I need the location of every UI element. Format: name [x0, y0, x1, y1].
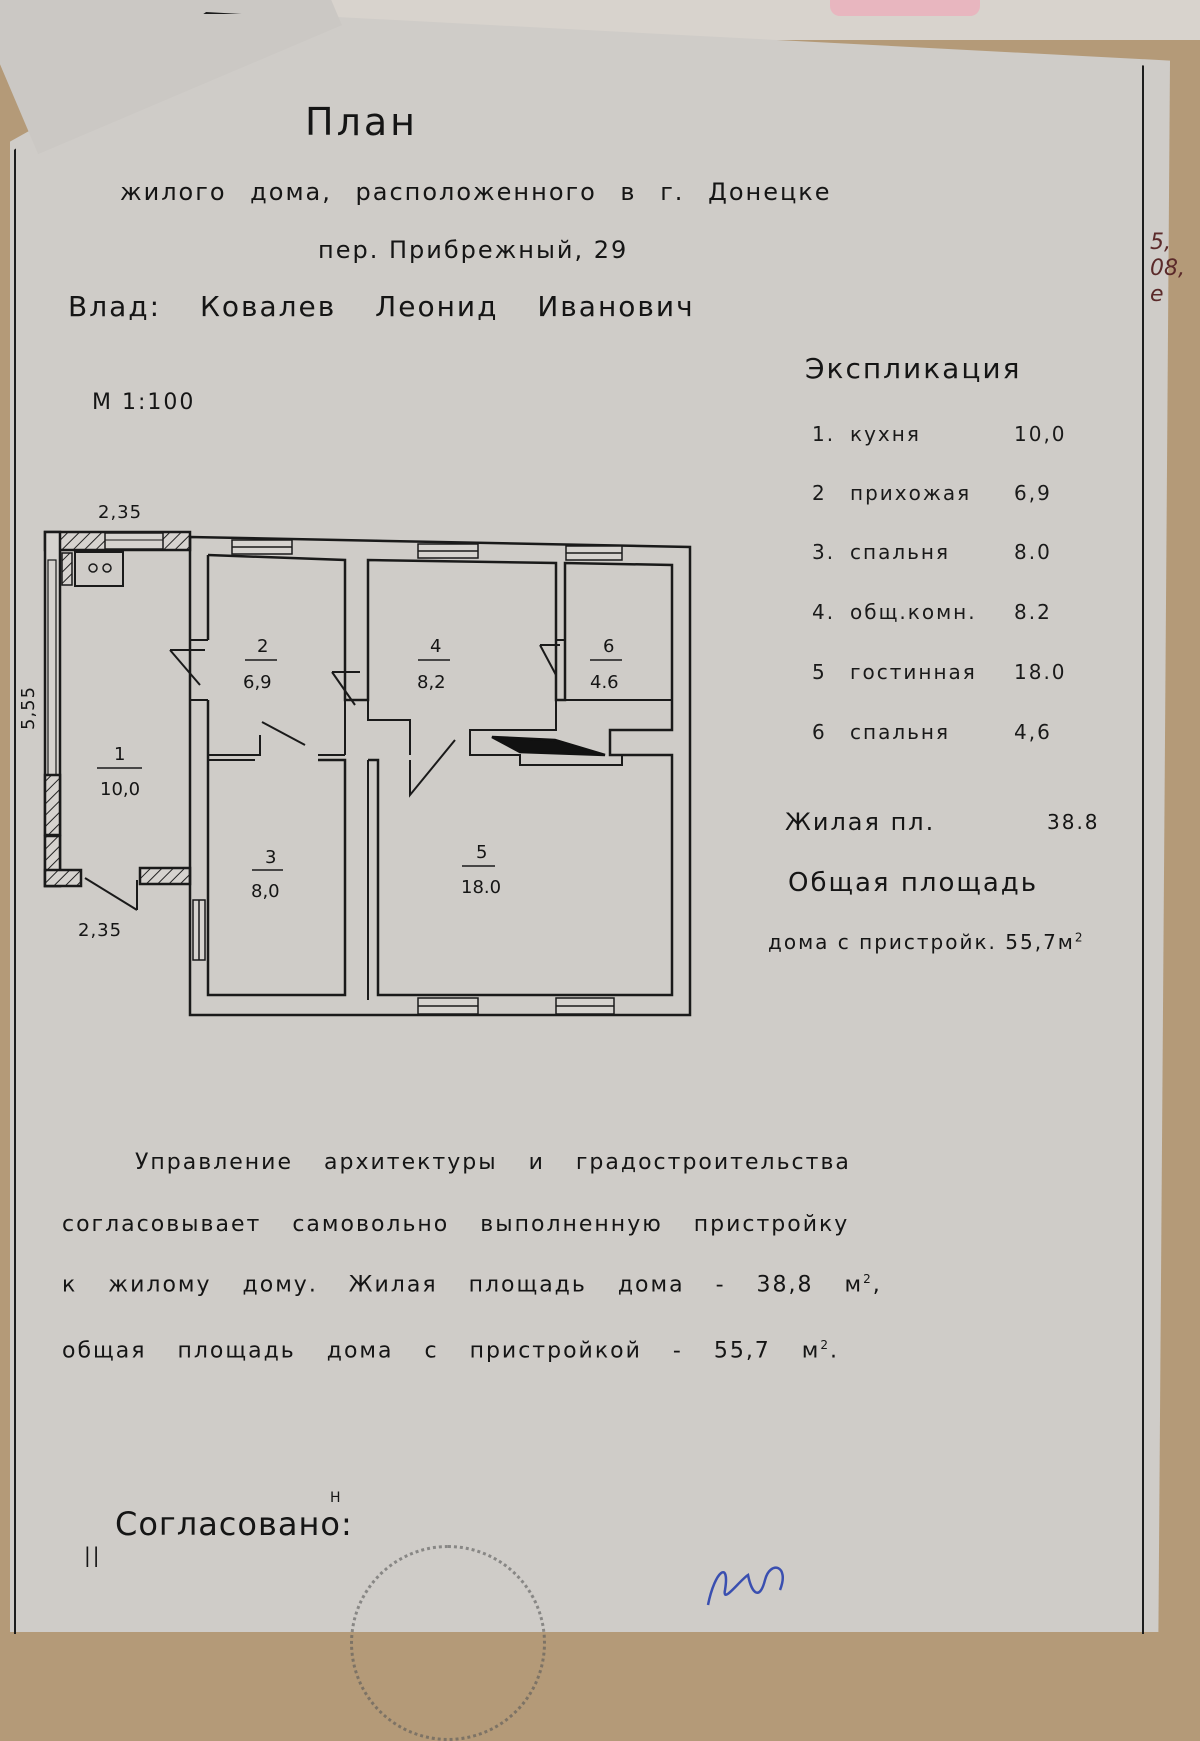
- explication-row: 1. кухня 10,0: [812, 422, 1067, 446]
- door-swings: [169, 644, 560, 798]
- room-number: 2: [257, 636, 268, 657]
- living-area-label: Жилая пл.: [785, 808, 936, 836]
- row-number: 1.: [812, 422, 836, 446]
- document-sheet: [10, 12, 1170, 1632]
- room-area: 8,2: [417, 672, 446, 693]
- exponent: 2: [863, 1272, 873, 1286]
- explication-row: 4. общ.комн. 8.2: [812, 600, 1052, 624]
- approval-line-3-text: к жилому дому. Жилая площадь дома - 38,8…: [62, 1272, 864, 1298]
- row-area: 4,6: [1014, 720, 1052, 744]
- living-area-line: Жилая пл. 38.8: [785, 808, 1098, 836]
- dimension-bottom: 2,35: [78, 920, 122, 941]
- approved-label: Согласовано:: [115, 1505, 353, 1543]
- explication-row: 3. спальня 8.0: [812, 540, 1052, 564]
- room-6-label: 6 4.6: [590, 636, 622, 693]
- annex-walls: [43, 530, 192, 911]
- document-subtitle: жилого дома, расположенного в г. Донецке: [120, 178, 832, 206]
- room-number: 4: [430, 636, 441, 657]
- approval-line-2: согласовывает самовольно выполненную при…: [62, 1212, 850, 1237]
- explication-title: Экспликация: [805, 352, 1022, 385]
- signature: [706, 1566, 784, 1606]
- total-area-label-2: дома с пристройк.: [768, 930, 997, 954]
- row-area: 8.2: [1014, 600, 1052, 624]
- room-number: 6: [603, 636, 614, 657]
- margin-note: е: [1150, 282, 1164, 307]
- row-number: 5: [812, 660, 827, 684]
- room-area: 10,0: [100, 779, 140, 800]
- room-number: 1: [114, 744, 125, 765]
- main-house-walls: [188, 535, 692, 1017]
- area-unit-exponent: 2: [1074, 930, 1085, 945]
- row-name: гостинная: [850, 660, 977, 684]
- row-name: кухня: [850, 422, 921, 446]
- room-1-label: 1 10,0: [97, 744, 142, 800]
- stamp-impression: [350, 1545, 546, 1741]
- room-number: 3: [265, 847, 276, 868]
- room-4-label: 4 8,2: [417, 636, 450, 693]
- total-area-value: 55,7: [1005, 930, 1058, 954]
- owner-line: Влад: Ковалев Леонид Иванович: [68, 290, 695, 323]
- explication-row: 5 гостинная 18.0: [812, 660, 1067, 684]
- row-area: 10,0: [1014, 422, 1067, 446]
- windows: [192, 539, 623, 1015]
- row-area: 8.0: [1014, 540, 1052, 564]
- row-name: спальня: [850, 540, 951, 564]
- room-area: 8,0: [251, 881, 280, 902]
- margin-notes: 5, 08, е: [1150, 230, 1185, 308]
- floor-plan: 2,35 2,35 5,55 1 10,0 2 6,9 3 8,0 4 8,2 …: [18, 502, 692, 1017]
- background-pink-paper: [830, 0, 980, 16]
- row-area: 18.0: [1014, 660, 1067, 684]
- approval-line-4: общая площадь дома с пристройкой - 55,7 …: [62, 1338, 839, 1363]
- owner-name: Ковалев Леонид Иванович: [199, 290, 695, 323]
- margin-note: 5,: [1150, 230, 1171, 255]
- chimney: [491, 735, 606, 757]
- explication-row: 2 прихожая 6,9: [812, 481, 1052, 505]
- dimension-top: 2,35: [98, 502, 142, 523]
- document-address: пер. Прибрежный, 29: [318, 236, 629, 264]
- exponent: 2: [820, 1338, 831, 1352]
- dimension-left: 5,55: [18, 686, 39, 730]
- row-area: 6,9: [1014, 481, 1052, 505]
- explication-row: 6 спальня 4,6: [812, 720, 1052, 744]
- room-area: 6,9: [243, 672, 272, 693]
- room-5-label: 5 18.0: [461, 842, 501, 898]
- room-2-label: 2 6,9: [243, 636, 277, 693]
- row-name: спальня: [850, 720, 951, 744]
- interior-walls: [189, 537, 672, 1000]
- row-number: 6: [812, 720, 827, 744]
- row-number: 4.: [812, 600, 836, 624]
- approval-line-4-text: общая площадь дома с пристройкой - 55,7 …: [62, 1338, 821, 1364]
- margin-note: 08,: [1150, 256, 1185, 281]
- owner-label: Влад:: [68, 290, 162, 323]
- approved-mark: Н: [330, 1490, 343, 1506]
- row-name: прихожая: [850, 481, 972, 505]
- margin-mark: ||: [84, 1543, 102, 1567]
- room-3-label: 3 8,0: [251, 847, 283, 902]
- row-number: 2: [812, 481, 827, 505]
- approval-line-3: к жилому дому. Жилая площадь дома - 38,8…: [62, 1272, 882, 1297]
- room-number: 5: [476, 842, 487, 863]
- area-unit: м: [1057, 930, 1075, 954]
- total-area-label-1: Общая площадь: [788, 868, 1039, 898]
- living-area-value: 38.8: [1047, 810, 1100, 834]
- room-area: 4.6: [590, 672, 619, 693]
- row-number: 3.: [812, 540, 836, 564]
- document-title: План: [305, 100, 418, 144]
- row-name: общ.комн.: [850, 600, 977, 624]
- punctuation: ,: [872, 1272, 882, 1298]
- room-area: 18.0: [461, 877, 501, 898]
- total-area-line: дома с пристройк. 55,7м2: [768, 930, 1085, 954]
- punctuation: .: [830, 1338, 840, 1364]
- approval-line-1: Управление архитектуры и градостроительс…: [135, 1150, 851, 1175]
- plan-scale: М 1:100: [92, 390, 196, 415]
